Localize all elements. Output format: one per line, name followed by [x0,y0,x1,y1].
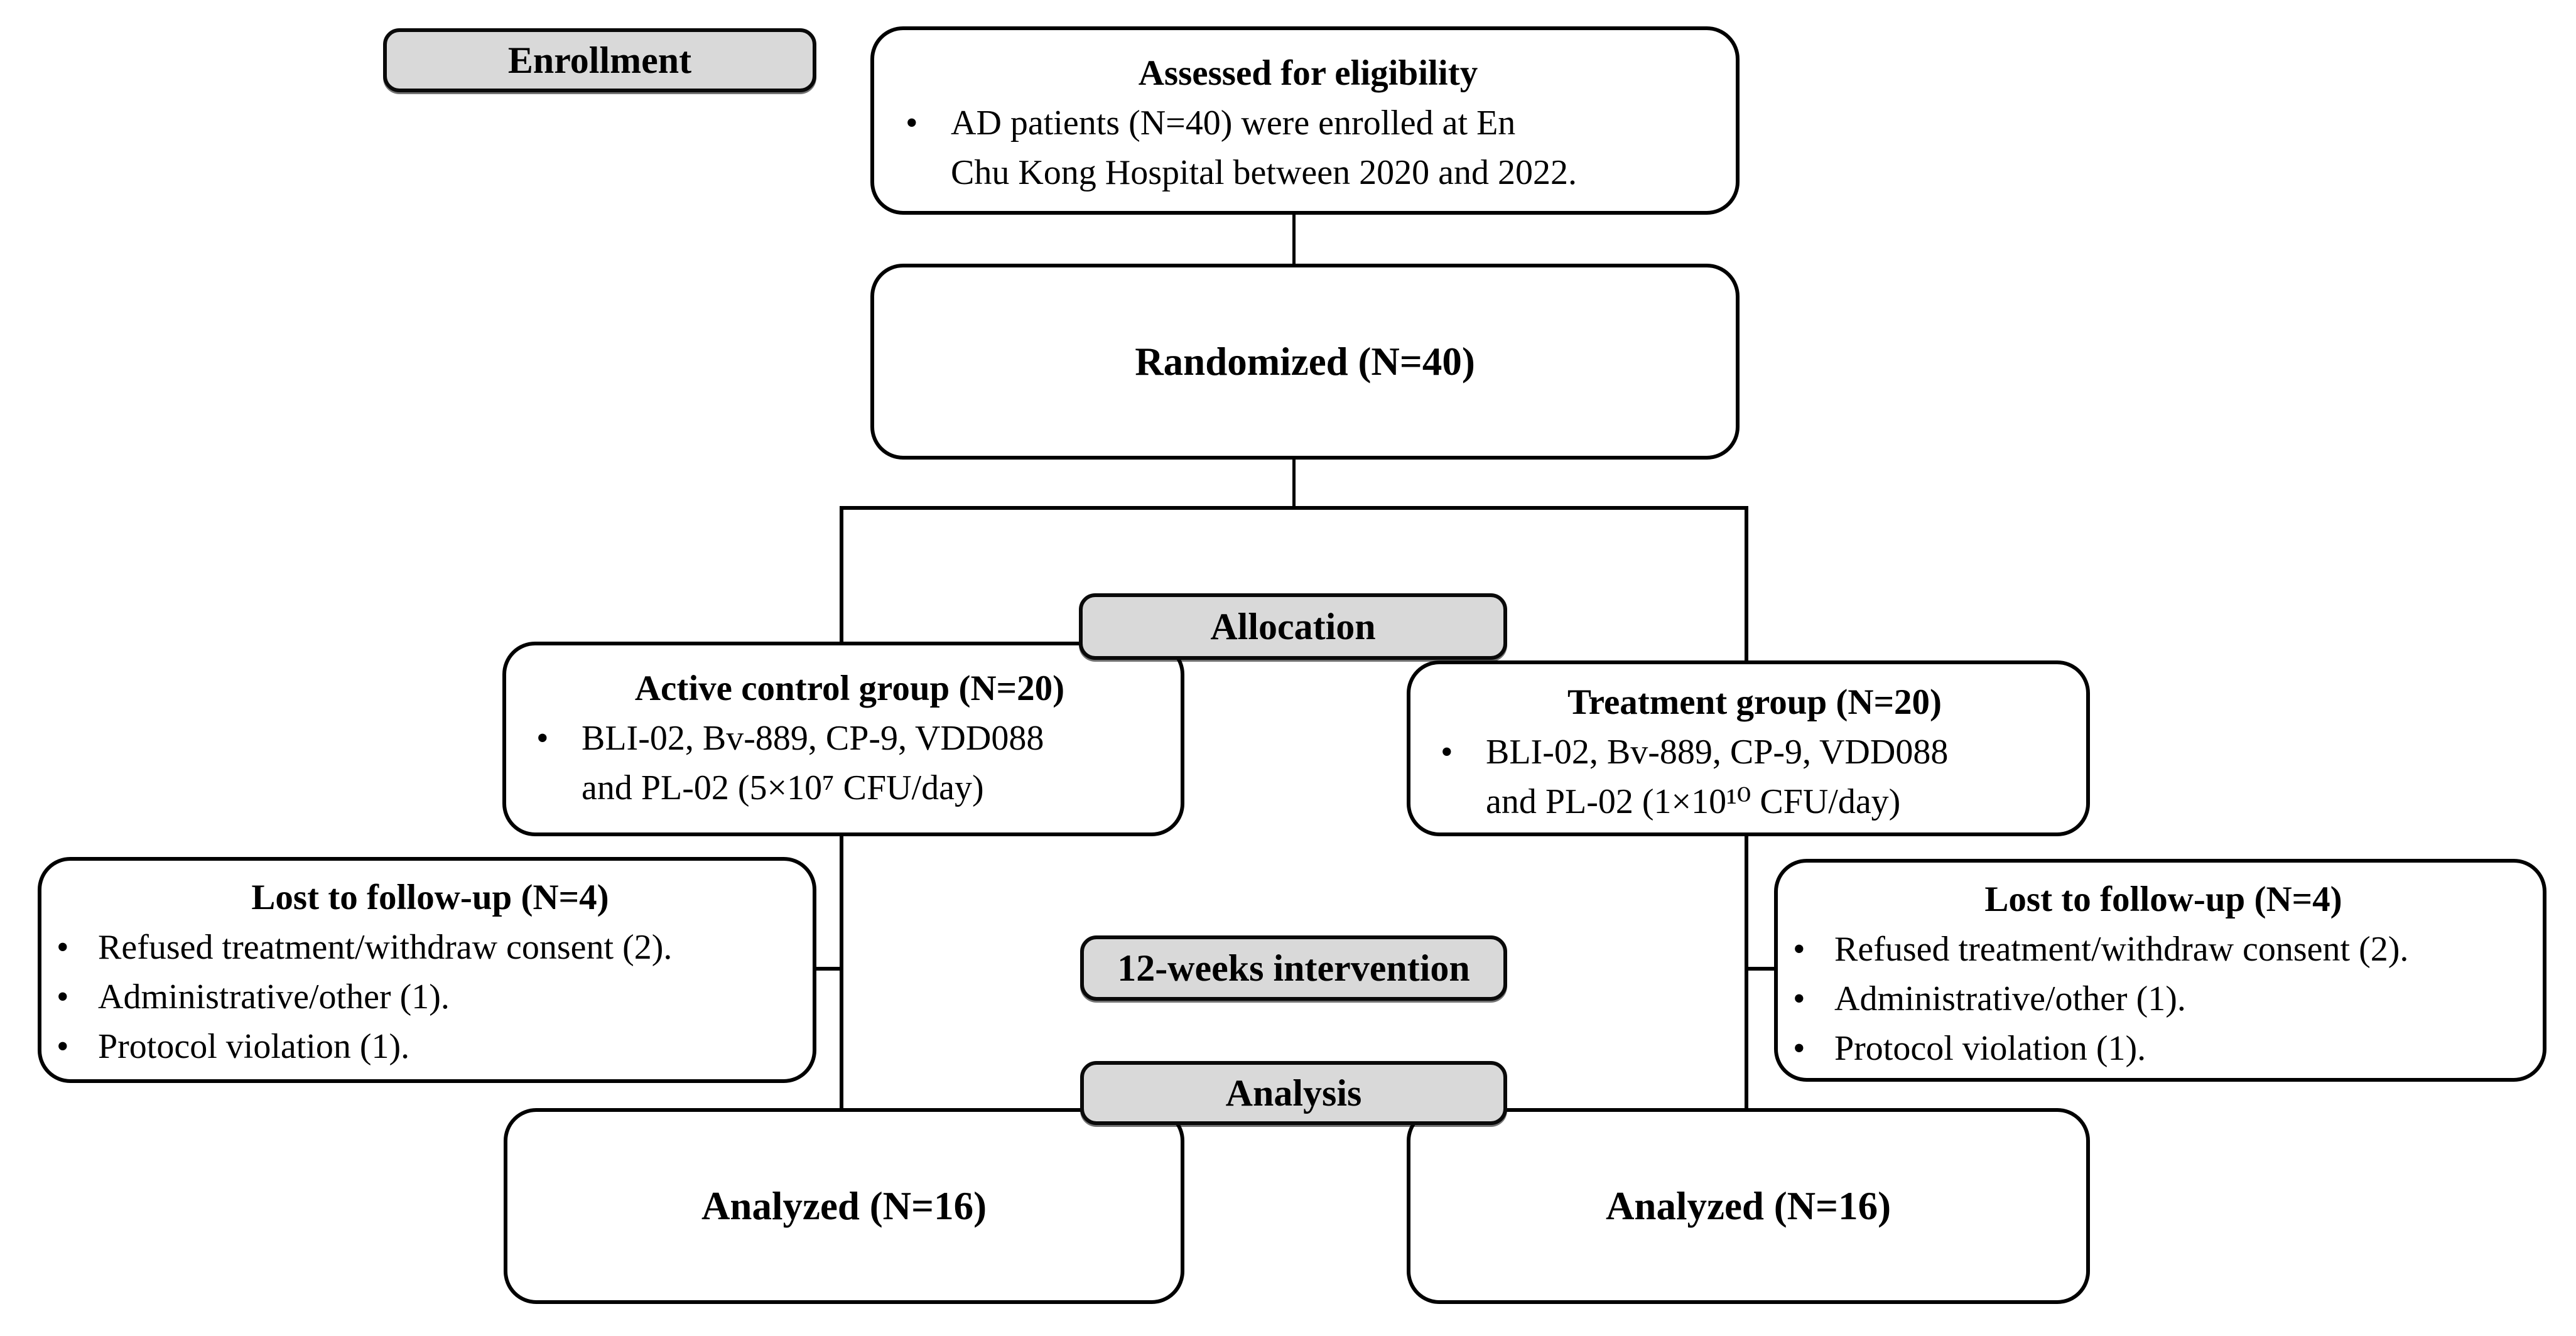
bullet-item: • BLI-02, Bv-889, CP-9, VDD088 and PL-02… [1441,728,2069,827]
analyzed-right-title: Analyzed (N=16) [1605,1183,1891,1228]
branch-horizontal-line [840,506,1748,510]
bullet-item: • Refused treatment/withdraw consent (2)… [57,923,804,972]
stage-label-intervention: 12-weeks intervention [1080,935,1507,1001]
bullet-item: • Administrative/other (1). [1793,974,2534,1024]
connector-randomized-to-branch [1292,457,1296,510]
bullet-text: Protocol violation (1). [1834,1028,2146,1068]
bullet-marker: • [1441,732,1453,772]
lost-right-connector-line [1745,967,1778,971]
active-control-group-box: Active control group (N=20) • BLI-02, Bv… [502,642,1184,836]
bullet-item: • Administrative/other (1). [57,972,804,1022]
bullet-item: • AD patients (N=40) were enrolled at En… [906,99,1711,198]
analyzed-right-box: Analyzed (N=16) [1407,1108,2090,1304]
bullet-marker: • [57,1026,69,1066]
stage-label-allocation: Allocation [1079,593,1507,660]
bullet-item: • Protocol violation (1). [1793,1024,2534,1074]
bullet-text: BLI-02, Bv-889, CP-9, VDD088 and PL-02 (… [1486,732,1949,821]
lost-left-title: Lost to follow-up (N=4) [251,878,609,917]
left-drop-vertical-line [840,832,843,1112]
bullet-text: Protocol violation (1). [98,1026,410,1066]
bullet-item: • BLI-02, Bv-889, CP-9, VDD088 and PL-02… [536,714,1163,813]
branch-right-vertical-line [1745,506,1748,664]
bullet-text: Refused treatment/withdraw consent (2). [98,927,673,967]
lost-right-title: Lost to follow-up (N=4) [1984,880,2342,919]
active-control-title: Active control group (N=20) [634,669,1065,708]
bullet-text: Administrative/other (1). [98,977,450,1016]
branch-left-vertical-line [840,506,843,645]
bullet-item: • Protocol violation (1). [57,1022,804,1072]
bullet-marker: • [1793,929,1805,969]
lost-left-connector-line [814,967,843,971]
analyzed-left-box: Analyzed (N=16) [504,1108,1184,1304]
randomized-title: Randomized (N=40) [1135,339,1475,384]
lost-to-follow-up-right-box: Lost to follow-up (N=4) • Refused treatm… [1774,859,2546,1082]
bullet-marker: • [1793,979,1805,1018]
stage-label-analysis: Analysis [1080,1061,1507,1125]
bullet-text: BLI-02, Bv-889, CP-9, VDD088 and PL-02 (… [582,718,1044,807]
bullet-item: • Refused treatment/withdraw consent (2)… [1793,925,2534,974]
assessed-box: Assessed for eligibility • AD patients (… [870,26,1740,215]
bullet-text: Administrative/other (1). [1834,979,2186,1018]
bullet-marker: • [57,927,69,967]
assessed-title: Assessed for eligibility [1138,53,1478,93]
lost-to-follow-up-left-box: Lost to follow-up (N=4) • Refused treatm… [38,857,816,1083]
bullet-marker: • [536,718,549,758]
bullet-marker: • [1793,1028,1805,1068]
bullet-text: Refused treatment/withdraw consent (2). [1834,929,2409,969]
treatment-group-box: Treatment group (N=20) • BLI-02, Bv-889,… [1407,660,2090,836]
bullet-marker: • [906,103,918,143]
stage-label-enrollment: Enrollment [383,28,816,92]
treatment-title: Treatment group (N=20) [1567,682,1942,722]
randomized-box: Randomized (N=40) [870,264,1740,460]
bullet-marker: • [57,977,69,1016]
bullet-text: AD patients (N=40) were enrolled at En C… [951,103,1577,192]
connector-assessed-to-randomized [1292,213,1296,267]
right-drop-vertical-line [1745,832,1748,1112]
analyzed-left-title: Analyzed (N=16) [701,1183,987,1228]
